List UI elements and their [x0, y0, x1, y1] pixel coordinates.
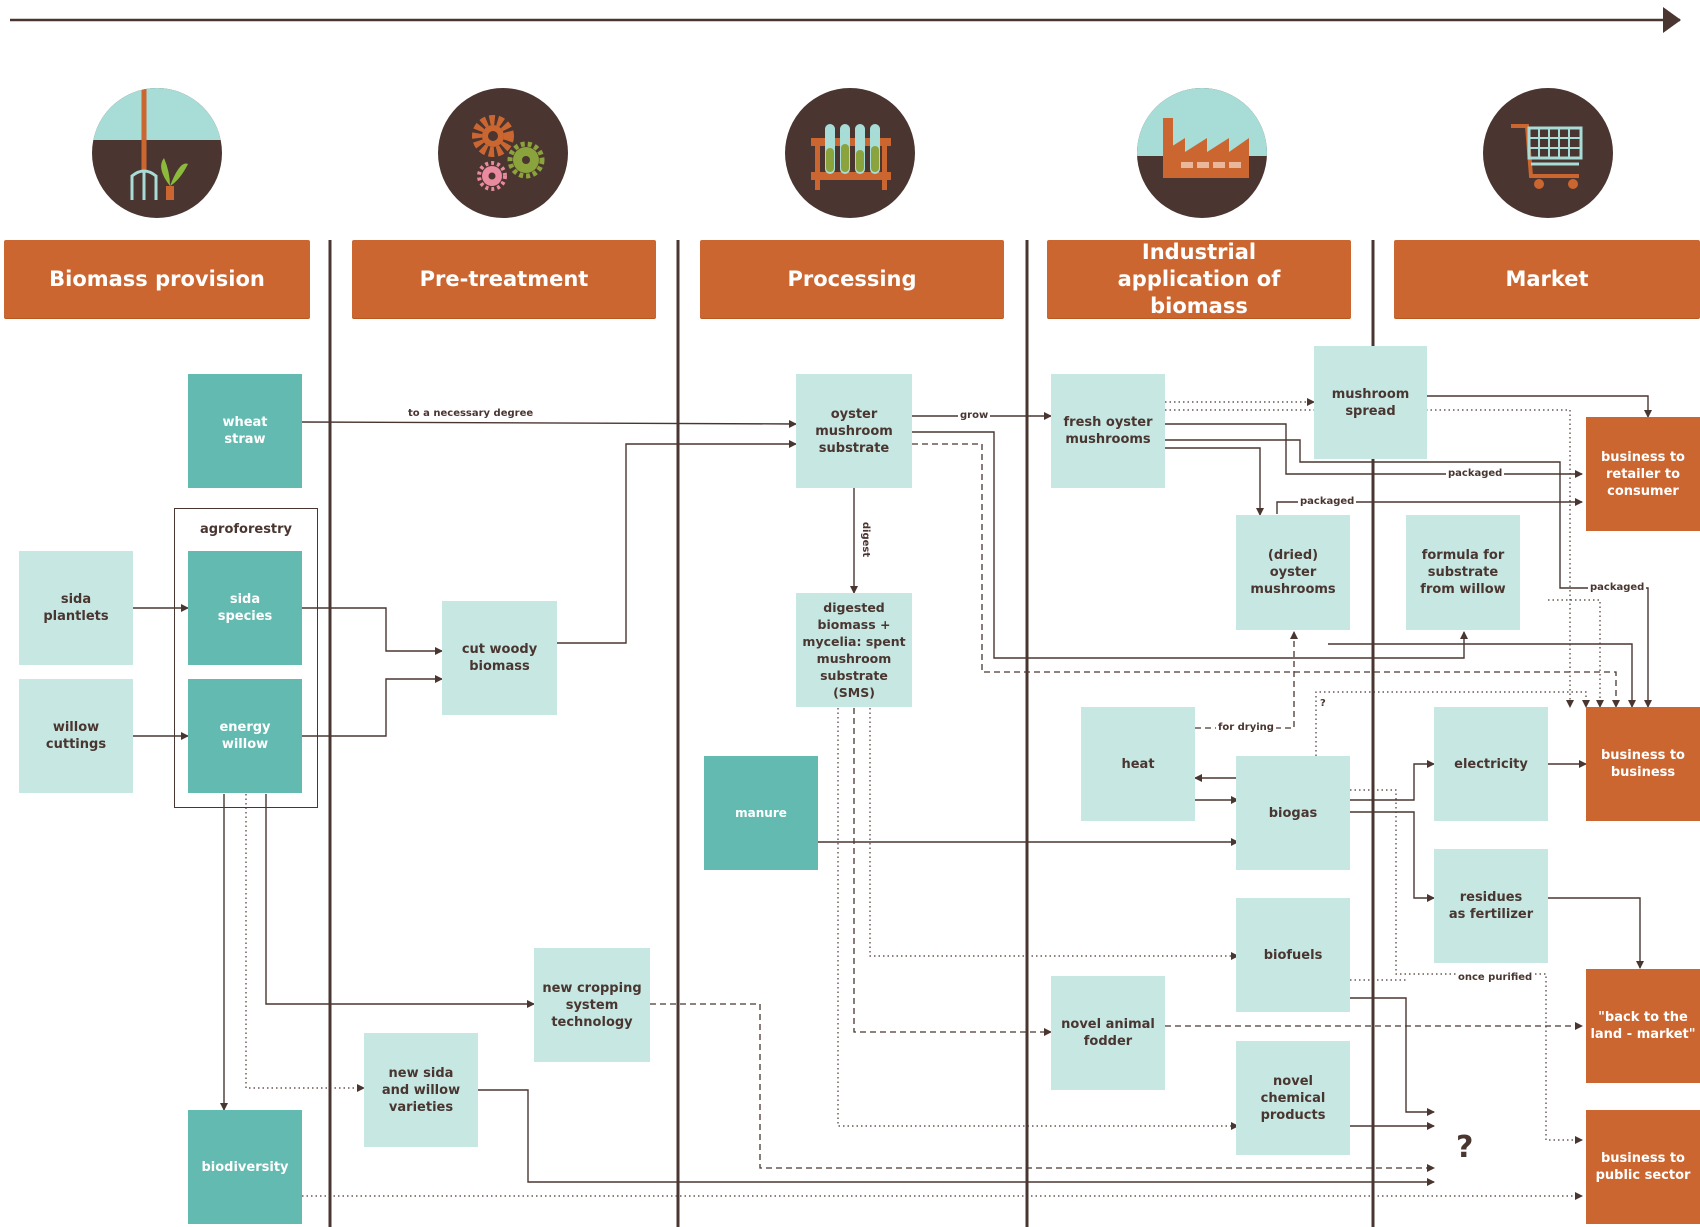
- solid-edges: [133, 395, 1652, 1186]
- node-novel-chemical-products: novel chemical products: [1236, 1041, 1350, 1155]
- edge-label-once-purified: once purified: [1456, 972, 1535, 983]
- edge-label-packaged-2: packaged: [1298, 496, 1357, 507]
- node-new-sida-willow-varieties: new sida and willow varieties: [364, 1033, 478, 1147]
- stage-header-processing: Processing: [700, 240, 1004, 318]
- stage-icon-biomass: [92, 88, 222, 218]
- stage-icon-processing: [785, 88, 915, 218]
- edge-label-packaged-1: packaged: [1446, 468, 1505, 479]
- stage-header-biomass: Biomass provision: [4, 240, 310, 318]
- node-willow-cuttings: willow cuttings: [19, 679, 133, 793]
- node-mushroom-spread: mushroom spread: [1314, 346, 1427, 459]
- stage-header-pretreatment: Pre-treatment: [352, 240, 656, 318]
- edge-label-for-drying: for drying: [1216, 722, 1276, 733]
- edge-label-packaged-3: packaged: [1588, 582, 1647, 593]
- node-oyster-substrate: oyster mushroom substrate: [796, 374, 912, 488]
- node-manure: manure: [704, 756, 818, 870]
- test-tubes-icon: [811, 124, 891, 190]
- stage-icon-industrial: [1137, 88, 1267, 218]
- pitchfork-plant-icon: [130, 88, 188, 200]
- node-new-cropping-system: new cropping system technology: [534, 948, 650, 1062]
- unknown-outcome-question-mark: ?: [1456, 1130, 1474, 1165]
- node-residues-fertilizer: residues as fertilizer: [1434, 849, 1548, 963]
- edge-label-grow: grow: [958, 410, 991, 421]
- node-electricity: electricity: [1434, 707, 1548, 821]
- agroforestry-group: [174, 508, 318, 808]
- node-formula-substrate-willow: formula for substrate from willow: [1406, 515, 1520, 630]
- edge-label-question-small: ?: [1318, 698, 1328, 709]
- gears-icon: [472, 115, 545, 191]
- stage-icon-pretreatment: [438, 88, 568, 218]
- node-cut-woody-biomass: cut woody biomass: [442, 601, 557, 715]
- node-business-public-sector: business to public sector: [1586, 1110, 1700, 1224]
- dotted-edges: [245, 398, 1604, 1200]
- node-biogas: biogas: [1236, 756, 1350, 870]
- stage-header-industrial: Industrial application of biomass: [1047, 240, 1351, 318]
- node-wheat-straw: wheat straw: [188, 374, 302, 488]
- node-energy-willow: energy willow: [188, 679, 302, 793]
- shopping-cart-icon: [1511, 124, 1583, 189]
- node-business-retailer-consumer: business to retailer to consumer: [1586, 417, 1700, 531]
- stage-icon-market: [1483, 88, 1613, 218]
- node-sida-species: sida species: [188, 551, 302, 665]
- node-back-to-land-market: "back to the land - market": [1586, 969, 1700, 1083]
- node-biofuels: biofuels: [1236, 898, 1350, 1012]
- node-business-to-business: business to business: [1586, 707, 1700, 821]
- node-novel-animal-fodder: novel animal fodder: [1051, 976, 1165, 1090]
- node-biodiversity: biodiversity: [188, 1110, 302, 1224]
- node-digested-biomass-sms: digested biomass + mycelia: spent mushro…: [796, 593, 912, 707]
- node-fresh-oyster-mushrooms: fresh oyster mushrooms: [1051, 374, 1165, 488]
- node-heat: heat: [1081, 707, 1195, 821]
- edge-label-digest: digest: [860, 521, 872, 558]
- edge-label-necessary-degree: to a necessary degree: [406, 408, 536, 419]
- agroforestry-label: agroforestry: [199, 522, 293, 537]
- node-sida-plantlets: sida plantlets: [19, 551, 133, 665]
- node-dried-oyster-mushrooms: (dried) oyster mushrooms: [1236, 515, 1350, 630]
- stage-header-market: Market: [1394, 240, 1700, 318]
- factory-icon: [1163, 118, 1249, 178]
